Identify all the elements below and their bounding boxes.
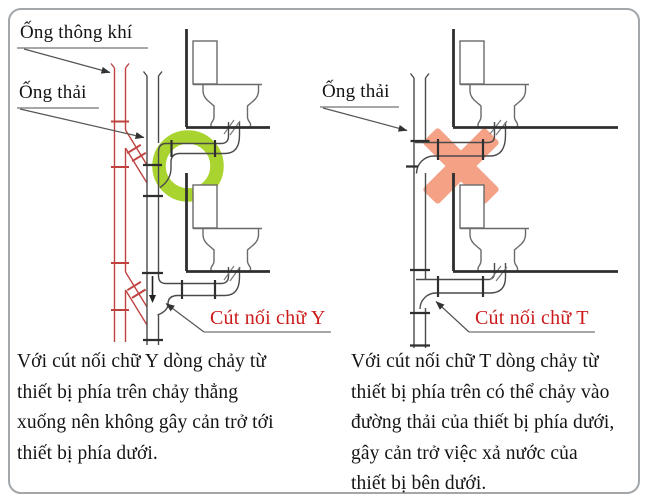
y-fitting-label: Cút nối chữ Y [210,307,326,329]
vent-pipe [110,63,148,342]
caption-right: Với cút nối chữ T dòng chảy từ thiết bị … [351,351,615,494]
toilet-upper-right [452,27,618,129]
label-leaders [17,47,595,333]
waste-stack-right [406,73,508,348]
page-border [8,8,640,494]
caption-left: Với cút nối chữ Y dòng chảy từ thiết bị … [17,351,274,464]
vent-pipe-label: Ống thông khí [20,22,133,43]
toilet-lower-left [185,171,270,273]
toilet-lower-right [452,171,618,273]
flow-arrow-icon [149,276,156,303]
waste-stack-left [142,71,241,345]
waste-pipe-label-right: Ống thải [322,81,390,102]
t-fitting-label: Cút nối chữ T [475,307,589,329]
toilet-upper-left [185,27,270,129]
waste-pipe-label-left: Ống thải [19,82,87,103]
